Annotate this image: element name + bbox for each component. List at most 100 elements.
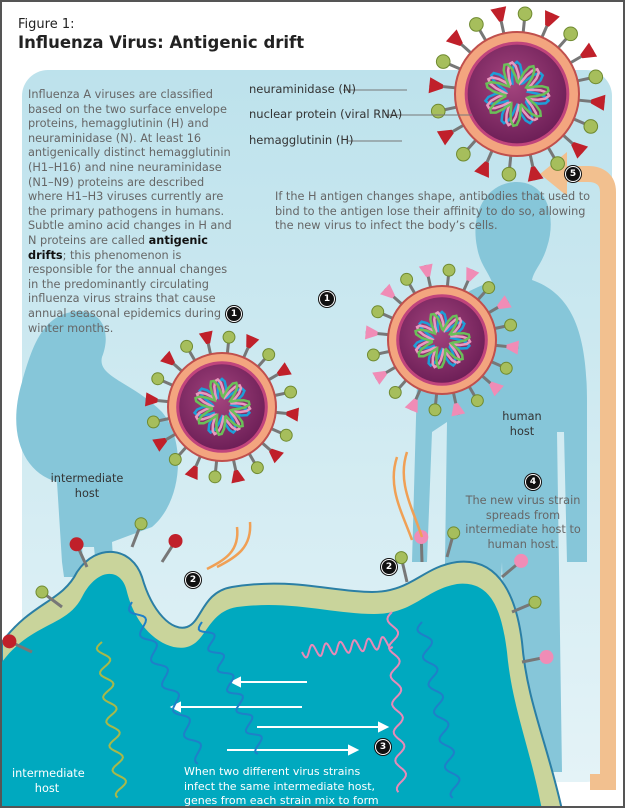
- label-hemagglutinin: hemagglutinin (H): [249, 133, 354, 147]
- neuraminidase-spike: [371, 305, 385, 319]
- neuraminidase-spike: [168, 452, 182, 466]
- hemagglutinin-spike: [580, 42, 598, 59]
- hemagglutinin-spike: [198, 330, 213, 345]
- rna-strand: [197, 621, 263, 755]
- rna-strands: [95, 601, 461, 799]
- viral-rna: [485, 62, 550, 128]
- hemagglutinin-spike: [490, 6, 507, 22]
- hemagglutinin-spike: [545, 10, 560, 27]
- intro-text-part: ; this phenomenon is responsible for the…: [28, 248, 228, 335]
- step-1-badge: 1: [319, 291, 335, 307]
- neuraminidase-spike: [482, 281, 496, 295]
- neuraminidase-spike: [588, 69, 604, 85]
- virus-particle: [365, 263, 519, 417]
- virus-particle: [145, 330, 299, 484]
- hemagglutinin-spike: [527, 166, 544, 182]
- figure-label: Figure 1:: [18, 17, 75, 32]
- hemagglutinin-spike: [506, 340, 519, 355]
- hemagglutinin-spike: [184, 465, 198, 481]
- neuraminidase-spike: [583, 119, 599, 134]
- hemagglutinin-spike: [145, 392, 158, 407]
- neuraminidase-spike: [222, 330, 236, 344]
- hemagglutinin-spike: [269, 448, 284, 464]
- neuraminidase-spike: [279, 428, 293, 442]
- neuraminidase-spike: [428, 403, 442, 417]
- hemagglutinin-spike: [451, 402, 466, 417]
- hemagglutinin-spike: [286, 407, 299, 422]
- cell-surface-viruses: [2, 517, 554, 665]
- neuraminidase-spike: [456, 146, 471, 162]
- label-leader-lines: [343, 89, 472, 142]
- neuraminidase-spike: [563, 26, 578, 42]
- step-1-badge: 1: [226, 306, 242, 322]
- hemagglutinin-spike: [380, 283, 395, 299]
- neuraminidase-spike: [388, 385, 402, 399]
- hemagglutinin-spike: [418, 263, 433, 278]
- orange-arrow: [562, 166, 616, 790]
- neuraminidase-spike: [262, 348, 276, 362]
- neuraminidase-spike: [517, 6, 533, 22]
- neuraminidase-spike: [501, 166, 517, 182]
- hemagglutinin-spike: [474, 161, 489, 178]
- hemagglutinin-spike: [152, 437, 168, 452]
- label-human-host: human host: [502, 410, 542, 438]
- rna-strand: [128, 601, 203, 765]
- hemagglutinin-spike: [372, 370, 388, 385]
- neuraminidase-spike: [550, 156, 565, 171]
- label-neuraminidase: neuraminidase (N): [249, 82, 356, 96]
- neuraminidase-spike: [442, 263, 456, 277]
- step-2-badge: 2: [185, 572, 201, 588]
- hemagglutinin-spike: [445, 29, 463, 46]
- viral-rna: [414, 312, 471, 370]
- note-h-antigen: If the H antigen changes shape, antibodi…: [275, 190, 591, 233]
- neuraminidase-spike: [504, 318, 518, 332]
- rna-strand: [386, 611, 408, 793]
- hemagglutinin-spike: [160, 350, 175, 366]
- neuraminidase-spike: [366, 348, 380, 362]
- viruses: [2, 6, 606, 665]
- label-cell-host: intermediate host: [12, 767, 85, 795]
- hemagglutinin-spike: [231, 469, 246, 484]
- neuraminidase-spike: [470, 394, 484, 408]
- hemagglutinin-spike: [365, 325, 378, 340]
- orange-infection-arrows: [206, 451, 424, 571]
- rna-strand: [95, 641, 127, 799]
- step-2-badge: 2: [381, 559, 397, 575]
- neuraminidase-spike: [208, 470, 222, 484]
- note-spread: The new virus strain spreads from interm…: [465, 494, 581, 551]
- step-3-badge: 3: [375, 739, 391, 755]
- hemagglutinin-spike: [436, 129, 454, 146]
- neuraminidase-spike: [151, 372, 165, 386]
- intermediate-host-cell: [2, 573, 542, 806]
- neuraminidase-spike: [499, 361, 513, 375]
- intro-text-part: Influenza A viruses are classified based…: [28, 88, 232, 247]
- step-5-badge: 5: [565, 166, 581, 182]
- viral-rna: [194, 379, 251, 437]
- neuraminidase-spike: [146, 415, 160, 429]
- note-mix: When two different virus strains infect …: [184, 765, 379, 808]
- label-nuclear-protein: nuclear protein (viral RNA): [249, 107, 403, 121]
- hemagglutinin-spike: [489, 381, 504, 397]
- neuraminidase-spike: [284, 385, 298, 399]
- rna-strand: [416, 621, 461, 799]
- rna-strand: [301, 636, 394, 659]
- hemagglutinin-spike: [276, 362, 292, 377]
- neuraminidase-spike: [469, 17, 484, 32]
- intro-bold-term: antigenic drifts: [28, 233, 208, 262]
- neuraminidase-spike: [435, 54, 451, 69]
- hemagglutinin-spike: [404, 398, 418, 414]
- virus-particle: [428, 6, 606, 182]
- label-duck-host: intermediate host: [50, 472, 124, 500]
- duck-silhouette: [16, 311, 179, 577]
- hemagglutinin-spike: [571, 142, 589, 159]
- neuraminidase-spike: [400, 272, 414, 286]
- hemagglutinin-spike: [246, 333, 260, 349]
- neuraminidase-spike: [430, 103, 446, 119]
- intro-text: Influenza A viruses are classified based…: [28, 88, 240, 336]
- hemagglutinin-spike: [590, 94, 606, 111]
- step-4-badge: 4: [525, 474, 541, 490]
- neuraminidase-spike: [180, 339, 194, 353]
- hemagglutinin-spike: [496, 295, 512, 310]
